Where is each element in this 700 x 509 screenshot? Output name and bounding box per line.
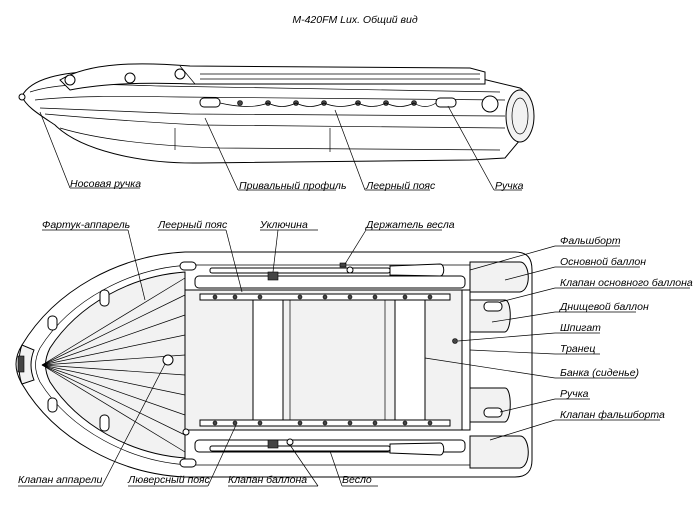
label-seat: Банка (сиденье) [560,367,639,379]
apron-valve [162,354,174,366]
scupper [452,338,458,344]
stern-tube-top [469,261,529,293]
label-splash-apron: Фартук-аппарель [42,219,130,231]
stern-handle-bottom [483,407,503,418]
label-transom: Транец [560,343,595,355]
label-grommet-belt: Люверсный пояс [127,474,211,486]
label-tube-valve: Клапан баллона [228,474,307,486]
tube-handles [47,261,197,468]
top-deck [184,289,471,431]
label-gunwale-valve: Клапан фальшборта [560,409,665,421]
label-side-handle: Ручка [495,180,524,192]
top-labels: Фартук-аппарель Леерный пояс Уключина Де… [18,219,693,487]
label-oar: Весло [342,474,372,486]
side-gunwale [59,63,486,91]
transom [461,289,471,431]
seat-rear [394,299,426,421]
label-side-grab-rope: Леерный пояс [365,180,436,192]
label-main-tube: Основной баллон [560,256,646,268]
drawing-title: М-420FM Lux. Общий вид [292,14,418,26]
oarlock-top [267,271,279,281]
side-labels: Носовая ручка Привальный профиль Леерный… [39,105,524,192]
side-view [18,63,535,164]
label-scupper: Шпигат [560,322,601,334]
oar-bottom [209,442,445,456]
label-top-handle: Ручка [560,388,589,400]
label-oar-holder: Держатель весла [365,219,455,231]
side-tube-end [505,89,535,143]
side-rope [219,100,437,107]
oarlock-bottom [267,439,279,449]
label-nose-handle: Носовая ручка [70,178,141,190]
apron-rays [41,277,186,453]
label-top-grab-rope: Леерный пояс [157,219,228,231]
rope-dots [212,294,433,426]
label-bottom-tube: Днищевой баллон [559,301,649,313]
label-oarlock: Уключина [259,219,308,231]
top-view [15,251,533,478]
label-gunwale: Фальшборт [560,235,621,247]
stern-handle-top [483,301,503,312]
stern-tube-bottom [469,435,529,469]
gunwale-top [194,275,466,289]
label-apron-valve: Клапан аппарели [18,474,103,486]
label-main-tube-valve: Клапан основного баллона [560,277,693,289]
oar-top [209,263,445,277]
seat-front [252,299,284,421]
side-logo [481,95,499,113]
label-rub-strake: Привальный профиль [239,180,346,192]
